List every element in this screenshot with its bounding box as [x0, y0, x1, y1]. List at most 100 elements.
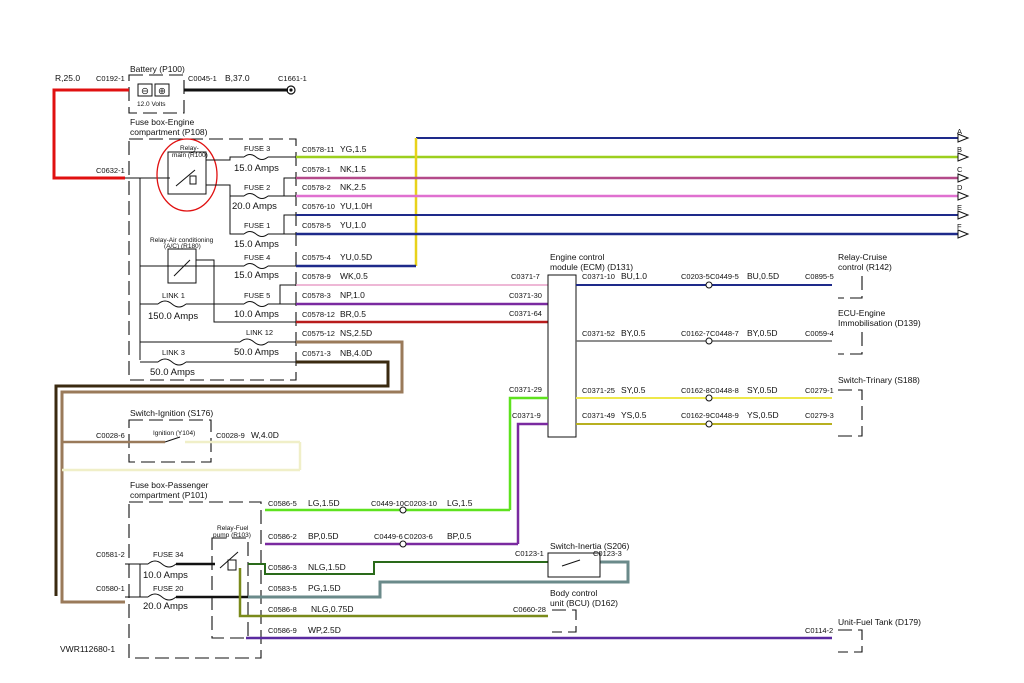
out7-conn: C0578-3: [302, 291, 331, 300]
fuse-5-amps: 10.0 Amps: [234, 309, 279, 320]
fuse-5: FUSE 5 10.0 Amps: [234, 291, 279, 320]
fuse-engine-output-labels: C0578-11 YG,1.5 C0578-1 NK,1.5 C0578-2 N…: [302, 144, 372, 358]
inertia-group: Switch-Inertia (S206) C0123-1 C0123-3: [515, 541, 630, 578]
fuel-tank-conn: C0114-2: [805, 626, 833, 635]
relay-ac-contact: [173, 259, 191, 277]
fuse34-amps: 10.0 Amps: [143, 570, 188, 581]
out4-conn: C0578-5: [302, 221, 331, 230]
ecm-row3-splice1: C0162-9: [681, 411, 710, 420]
fuse-2-symbol: [243, 193, 269, 199]
fuel-tank-box: [838, 629, 863, 653]
out0-conn: C0578-11: [302, 145, 334, 154]
wire-lg-riser: [508, 396, 548, 510]
wire-nlg-0-75d: [238, 568, 548, 618]
fuse-4-symbol: [243, 263, 269, 269]
relay-ac-out: [196, 259, 296, 323]
arrow-c: [957, 173, 970, 183]
out0-wire: YG,1.5: [340, 144, 367, 154]
battery-wire-label: B,37.0: [225, 73, 250, 83]
fuse5-out: [268, 284, 296, 305]
out2-conn: C0578-2: [302, 183, 331, 192]
battery-cell-pos: [154, 83, 170, 97]
arrow-labels: A B C D E F: [957, 127, 970, 239]
pass-out2-wire: NLG,1.5D: [308, 562, 346, 572]
ignition-group: Switch-Ignition (S176) C0028-6 Ignition …: [62, 408, 302, 472]
fuse-1-symbol: [243, 231, 269, 237]
ecm-row0-dest1: Relay-Cruise: [838, 252, 887, 262]
wire-nb-4-0d: [54, 360, 390, 596]
battery-cell-neg: [137, 83, 153, 97]
wire-pg-1-5d: [248, 560, 630, 599]
arrow-d-label: D: [957, 183, 963, 192]
ecm-row1-wire-label: BY,0.5: [621, 328, 646, 338]
fuse-3-symbol: [243, 154, 269, 160]
fuse34-name: FUSE 34: [153, 550, 183, 559]
pass-out0-conn: C0586-5: [268, 499, 297, 508]
battery-volts: 12.0 Volts: [137, 101, 166, 108]
out3-conn: C0576-10: [302, 202, 335, 211]
ecm-row3-splice2: C0448-9: [710, 411, 739, 420]
out4-wire: YU,1.0: [340, 220, 366, 230]
out7-wire: NP,1.0: [340, 290, 365, 300]
pass-out1-splice-icon: [399, 540, 407, 548]
pass-out4-wire: NLG,0.75D: [311, 604, 354, 614]
ground-symbol: [286, 85, 296, 95]
relay-main-coil: [189, 175, 197, 185]
bcu-box: [552, 609, 577, 633]
fuse-box-engine: Fuse box-Engine compartment (P108) C0632…: [96, 117, 297, 381]
ignition-out-conn: C0028-9: [216, 431, 245, 440]
inertia-c1: C0123-1: [515, 549, 544, 558]
link-1-amps: 150.0 Amps: [148, 311, 198, 322]
red-feed-wire: [52, 88, 129, 180]
ecm-row2-wire2: SY,0.5D: [747, 385, 778, 395]
ignition-wire: W,4.0D: [251, 430, 279, 440]
out1-wire: NK,1.5: [340, 164, 366, 174]
fuse-pass-in1: C0581-2: [96, 550, 125, 559]
relay-main-box: [167, 151, 207, 195]
pass-out0-splice-icon: [399, 506, 407, 514]
ecm-row3-splice-icon: [705, 420, 713, 428]
ecm-row0-pin: C0371-10: [582, 272, 615, 281]
diagram-id: VWR112680-1: [60, 644, 115, 654]
pass-out0-splice2: C0203-10: [404, 499, 437, 508]
fuse20-amps: 20.0 Amps: [143, 601, 188, 612]
ecm-pin-left-1: C0371-30: [509, 291, 542, 300]
inertia-box: [547, 552, 601, 578]
ecm-box: [547, 274, 577, 438]
ecm-pin-left-3: C0371-29: [509, 385, 542, 394]
out10-conn: C0571-3: [302, 349, 331, 358]
fuse-box-passenger: Fuse box-Passenger compartment (P101) C0…: [96, 396, 832, 659]
out10-wire: NB,4.0D: [340, 348, 372, 358]
ecm-row0-dest-box: [838, 276, 863, 299]
fuse-4-name: FUSE 4: [244, 253, 270, 262]
pass-out2-conn: C0586-3: [268, 563, 297, 572]
ecm-pin-left-0: C0371-7: [511, 272, 540, 281]
pass-out0-wire2: LG,1.5: [447, 498, 473, 508]
fuse-3-amps: 15.0 Amps: [234, 163, 279, 174]
fuse1-out: [268, 214, 296, 235]
relay-ac-line2: (A/C) (R180): [164, 243, 201, 250]
ecm-row2-wire-label: SY,0.5: [621, 385, 646, 395]
fuse-2-amps: 20.0 Amps: [232, 201, 277, 212]
ignition-in-conn: C0028-6: [96, 431, 125, 440]
pass-out0-wire: LG,1.5D: [308, 498, 340, 508]
relay-fuel-coil: [227, 559, 237, 571]
ecm-row1-pin: C0371-52: [582, 329, 615, 338]
arrow-f-label: F: [957, 222, 962, 231]
fuse-pass-title2: compartment (P101): [130, 490, 208, 500]
ecm-row1-splice-icon: [705, 337, 713, 345]
fuse-2-name: FUSE 2: [244, 183, 270, 192]
out6-wire: WK,0.5: [340, 271, 368, 281]
battery-title: Battery (P100): [130, 64, 185, 74]
ecm-pin-left-4: C0371-9: [512, 411, 541, 420]
ecm-row0-dest2: control (R142): [838, 262, 892, 272]
link-1: LINK 1 150.0 Amps: [148, 291, 198, 322]
fuse20-name: FUSE 20: [153, 584, 183, 593]
ecm-title1: Engine control: [550, 252, 604, 262]
pass-out1-splice1: C0449-6: [374, 532, 403, 541]
ecm-row1-dest-conn: C0059-4: [805, 329, 834, 338]
wire-bp-riser: [516, 422, 548, 544]
ecm-row23-dest-box: [838, 389, 863, 437]
out9-wire: NS,2.5D: [340, 328, 372, 338]
